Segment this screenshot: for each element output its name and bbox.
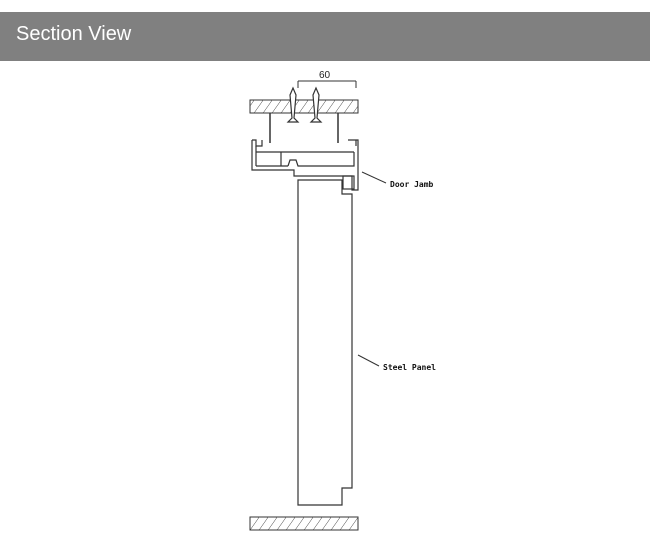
ceiling-hatch <box>249 99 359 114</box>
hanger-rods <box>269 113 339 143</box>
dimension-line <box>297 80 357 88</box>
steel-panel-label: Steel Panel <box>383 363 436 372</box>
door-jamb-leader <box>361 171 387 184</box>
steel-panel-leader <box>357 354 380 367</box>
steel-panel <box>297 179 353 506</box>
section-header: Section View <box>0 12 650 61</box>
door-jamb-label: Door Jamb <box>390 180 434 189</box>
section-title: Section View <box>16 23 132 45</box>
door-jamb-profile <box>251 139 359 191</box>
dimension-label: 60 <box>319 70 331 81</box>
floor-hatch <box>249 516 359 531</box>
screw-icon <box>286 86 323 123</box>
